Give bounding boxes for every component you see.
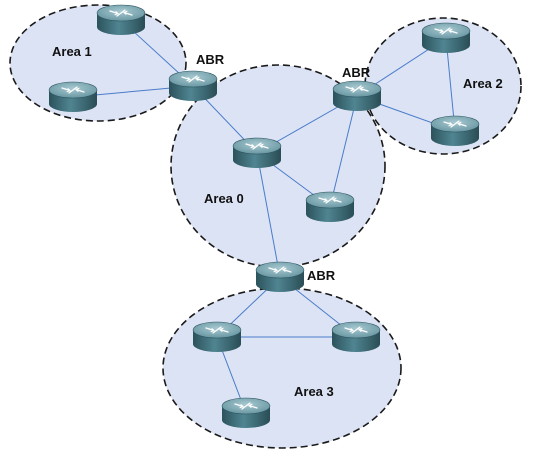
area-label: Area 1: [52, 44, 92, 59]
abr-label: ABR: [342, 65, 371, 80]
area-label: Area 3: [294, 384, 334, 399]
abr-label: ABR: [196, 52, 225, 67]
router-icon: [430, 115, 480, 147]
router-icon: [96, 4, 146, 36]
router-icon: [232, 137, 282, 169]
area-3-region: [162, 287, 402, 449]
area-label: Area 0: [204, 191, 244, 206]
router-icon: [192, 321, 242, 353]
link: [256, 152, 281, 278]
router-icon: [255, 261, 305, 293]
link: [329, 95, 358, 208]
area-label: Area 2: [463, 76, 503, 91]
router-icon: [48, 81, 98, 113]
abr-label: ABR: [307, 268, 336, 283]
router-icon: [331, 321, 381, 353]
router-icon: [421, 22, 471, 54]
router-icon: [305, 191, 355, 223]
router-icon: [168, 70, 218, 102]
router-icon: [332, 80, 382, 112]
link: [445, 37, 456, 132]
router-icon: [221, 397, 271, 429]
area-2-region: [364, 17, 522, 155]
